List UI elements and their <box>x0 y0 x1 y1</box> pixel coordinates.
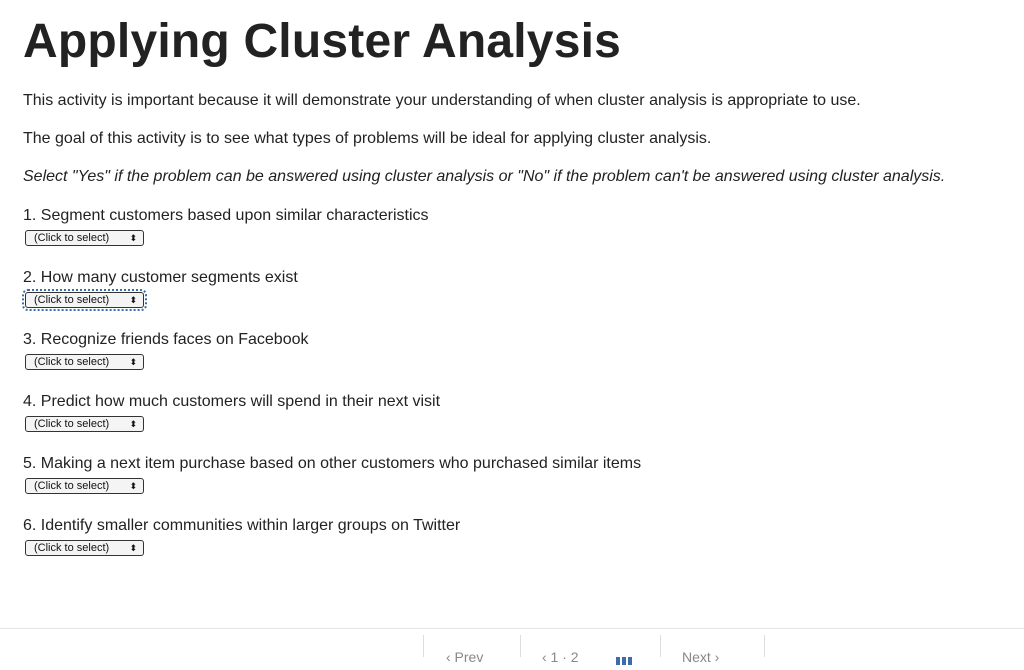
footer-divider <box>660 635 661 657</box>
next-button[interactable]: Next › <box>682 649 720 665</box>
intro-paragraph: This activity is important because it wi… <box>23 92 861 109</box>
select-value: (Click to select) <box>34 542 110 554</box>
question-1: 1. Segment customers based upon similar … <box>23 207 429 246</box>
answer-select-3[interactable]: (Click to select) ⬍ <box>25 354 144 370</box>
answer-select-5[interactable]: (Click to select) ⬍ <box>25 478 144 494</box>
footer-divider <box>423 635 424 657</box>
answer-select-6[interactable]: (Click to select) ⬍ <box>25 540 144 556</box>
page-title: Applying Cluster Analysis <box>23 15 622 68</box>
question-text: 5. Making a next item purchase based on … <box>23 455 642 472</box>
select-arrows-icon: ⬍ <box>129 233 137 243</box>
question-text: 1. Segment customers based upon similar … <box>23 207 429 224</box>
select-arrows-icon: ⬍ <box>129 295 137 305</box>
select-arrows-icon: ⬍ <box>129 481 137 491</box>
grid-menu-icon[interactable] <box>616 652 634 665</box>
footer-nav: ‹ Prev ‹ 1 · 2 Next › <box>0 628 1024 665</box>
select-value: (Click to select) <box>34 480 110 492</box>
page-indicator[interactable]: ‹ 1 · 2 <box>542 649 579 665</box>
instruction-paragraph: Select "Yes" if the problem can be answe… <box>23 168 946 185</box>
select-arrows-icon: ⬍ <box>129 357 137 367</box>
prev-button[interactable]: ‹ Prev <box>446 649 484 665</box>
question-6: 6. Identify smaller communities within l… <box>23 517 461 556</box>
select-value: (Click to select) <box>34 418 110 430</box>
question-text: 6. Identify smaller communities within l… <box>23 517 461 534</box>
goal-paragraph: The goal of this activity is to see what… <box>23 130 712 147</box>
footer-divider <box>520 635 521 657</box>
question-text: 3. Recognize friends faces on Facebook <box>23 331 309 348</box>
select-value: (Click to select) <box>34 294 110 306</box>
question-4: 4. Predict how much customers will spend… <box>23 393 441 432</box>
question-text: 4. Predict how much customers will spend… <box>23 393 441 410</box>
answer-select-2[interactable]: (Click to select) ⬍ <box>22 289 147 311</box>
select-arrows-icon: ⬍ <box>129 419 137 429</box>
question-2: 2. How many customer segments exist (Cli… <box>22 269 298 311</box>
answer-select-1[interactable]: (Click to select) ⬍ <box>25 230 144 246</box>
select-value: (Click to select) <box>34 356 110 368</box>
question-text: 2. How many customer segments exist <box>23 269 298 286</box>
footer-divider <box>764 635 765 657</box>
select-arrows-icon: ⬍ <box>129 543 137 553</box>
question-5: 5. Making a next item purchase based on … <box>23 455 642 494</box>
question-3: 3. Recognize friends faces on Facebook (… <box>23 331 309 370</box>
select-value: (Click to select) <box>34 232 110 244</box>
answer-select-4[interactable]: (Click to select) ⬍ <box>25 416 144 432</box>
